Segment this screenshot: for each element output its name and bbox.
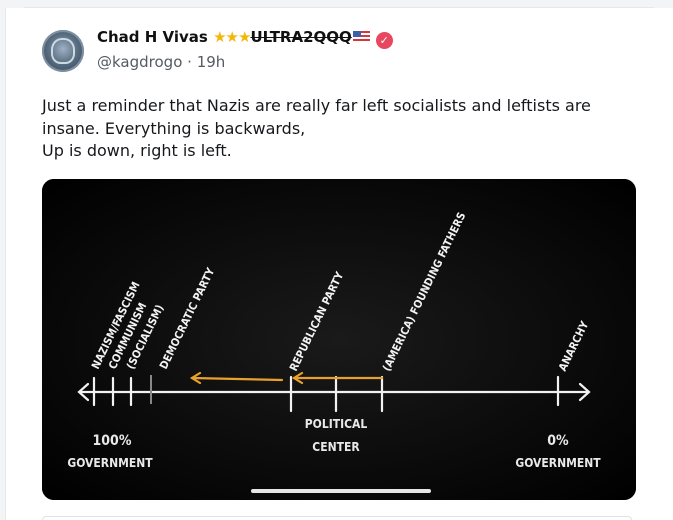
post-time[interactable]: 19h [196, 53, 226, 71]
label-right-government: GOVERNMENT [515, 456, 601, 470]
star-emoji-icon: ★★★ [213, 28, 251, 46]
author-meta: @kagdrogo · 19h [97, 53, 225, 71]
post-text-line: Up is down, right is left. [42, 141, 232, 160]
arrow-line [190, 376, 284, 382]
post-text-line: Just a reminder that Nazis are really fa… [42, 96, 591, 115]
avatar[interactable] [42, 30, 84, 72]
author-name[interactable]: Chad H Vivas ★★★ULTRA2QQQ ✓ [97, 28, 393, 49]
label-left-government: GOVERNMENT [67, 456, 153, 470]
next-post-edge [42, 516, 632, 520]
display-name: Chad H Vivas [97, 28, 208, 46]
meta-separator: · [187, 53, 192, 71]
name-tag: ULTRA2QQQ [250, 28, 352, 46]
video-progress-bar[interactable] [251, 489, 431, 493]
post-text: Just a reminder that Nazis are really fa… [42, 95, 632, 163]
political-spectrum-diagram: NAZISM/FASCISM COMMUNISM (SOCIALISM) DEM… [42, 179, 636, 500]
us-flag-icon [352, 31, 370, 43]
orange-arrow-icon [291, 371, 304, 385]
right-arrowhead-icon [578, 382, 591, 402]
label-political: POLITICAL [305, 417, 368, 431]
media-background [42, 179, 636, 500]
avatar-emblem [51, 38, 75, 64]
divider [24, 7, 654, 8]
post-text-line: insane. Everything is backwards, [42, 118, 306, 138]
author-handle[interactable]: @kagdrogo [97, 53, 183, 71]
label-left-percent: 100% [93, 433, 132, 449]
label-center: CENTER [312, 440, 360, 454]
post-media-image[interactable]: NAZISM/FASCISM COMMUNISM (SOCIALISM) DEM… [42, 179, 636, 500]
verified-badge-icon: ✓ [375, 32, 393, 49]
label-right-percent: 0% [547, 433, 569, 449]
orange-arrow-icon [189, 371, 202, 385]
left-arrowhead-icon [77, 382, 90, 402]
